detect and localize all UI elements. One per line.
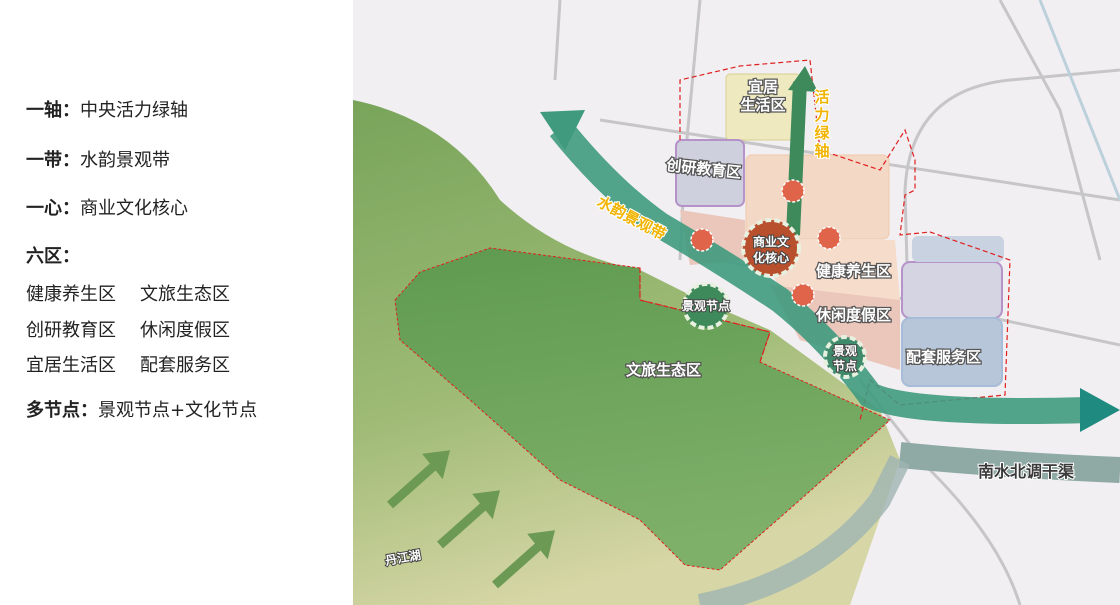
legend-key: 多节点：	[26, 400, 98, 421]
label-axis-3: 绿	[814, 124, 830, 142]
zone-item: 创研教育区	[26, 320, 116, 341]
core-circle	[741, 218, 801, 278]
road-line	[1038, 0, 1120, 201]
label-lake: 丹江湖	[384, 547, 422, 568]
culture-node	[791, 283, 815, 307]
legend-key: 六区：	[26, 246, 80, 267]
label-node-2a: 景观	[833, 344, 857, 358]
zone-commercial	[745, 154, 890, 240]
label-node-2b: 节点	[833, 358, 857, 373]
zone-item: 配套服务区	[140, 355, 230, 376]
legend-zones-title: 六区：	[26, 242, 80, 268]
label-core-1: 商业文	[753, 234, 790, 249]
canal	[898, 442, 1120, 483]
label-services: 配套服务区	[906, 348, 981, 366]
legend-zone-row: 健康养生区 文旅生态区	[26, 280, 230, 306]
legend-zone-row: 创研教育区 休闲度假区	[26, 316, 230, 342]
zone-blue-top	[912, 236, 1004, 262]
culture-node	[817, 226, 841, 250]
zone-ecology	[394, 247, 891, 571]
landscape-node-2	[823, 335, 867, 379]
label-leisure: 休闲度假区	[815, 306, 891, 324]
lake-arrows	[387, 450, 555, 589]
label-ecology: 文旅生态区	[626, 361, 701, 379]
water-belt-arrow-right	[1080, 388, 1120, 432]
label-residential-1: 宜居	[748, 78, 778, 96]
legend-key: 一轴：	[26, 100, 80, 121]
legend-key: 一带：	[26, 150, 80, 171]
landscape-node-1	[682, 282, 730, 330]
legend-value: 水韵景观带	[80, 150, 170, 171]
label-canal: 南水北调干渠	[978, 462, 1075, 481]
legend-core: 一心：商业文化核心	[26, 194, 188, 220]
water-belt	[549, 119, 1091, 424]
culture-nodes	[690, 179, 841, 307]
label-health: 健康养生区	[816, 262, 891, 280]
label-core-2: 化核心	[753, 250, 789, 265]
vitality-axis-arrow	[788, 66, 818, 92]
zone-item: 文旅生态区	[140, 284, 230, 305]
label-residential-2: 生活区	[740, 96, 785, 114]
zone-leisure	[680, 210, 900, 370]
culture-node	[690, 228, 714, 252]
zone-item: 健康养生区	[26, 284, 116, 305]
water-belt-arrow-left	[540, 110, 585, 150]
zone-item: 宜居生活区	[26, 355, 116, 376]
legend-key: 一心：	[26, 198, 80, 219]
zone-services	[901, 317, 1003, 387]
vitality-axis	[786, 81, 807, 236]
label-axis-4: 轴	[814, 142, 829, 160]
legend-value: 景观节点+文化节点	[98, 400, 258, 421]
legend-zone-row: 宜居生活区 配套服务区	[26, 351, 230, 377]
legend-nodes: 多节点：景观节点+文化节点	[26, 396, 257, 422]
zone-education	[675, 139, 745, 207]
zone-purple	[901, 261, 1003, 319]
canal-lower	[697, 455, 910, 605]
legend-belt: 一带：水韵景观带	[26, 146, 170, 172]
label-axis-2: 力	[814, 106, 829, 124]
legend-value: 商业文化核心	[80, 198, 188, 219]
culture-node	[781, 179, 805, 203]
zone-item: 休闲度假区	[140, 320, 230, 341]
legend-axis: 一轴：中央活力绿轴	[26, 96, 188, 122]
label-node-1: 景观节点	[682, 298, 730, 313]
label-axis-1: 活	[814, 88, 829, 106]
legend-value: 中央活力绿轴	[80, 100, 188, 121]
